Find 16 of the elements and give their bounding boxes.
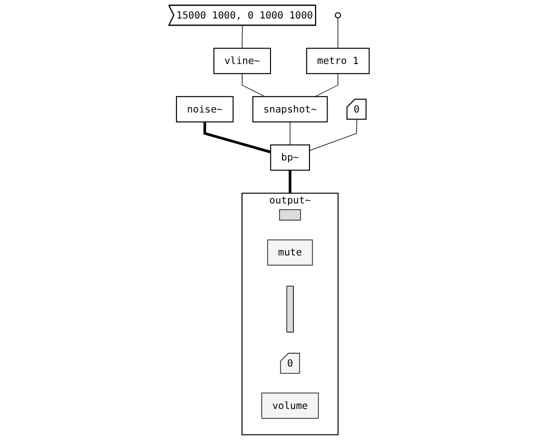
cluster	[242, 192, 339, 436]
node-box	[267, 240, 313, 266]
node-box	[261, 392, 319, 419]
node-box	[176, 96, 234, 122]
connector	[242, 25, 243, 49]
node-box	[279, 209, 301, 220]
connector	[314, 73, 338, 97]
node-box	[213, 48, 271, 74]
node-box	[306, 48, 370, 74]
node-circle	[334, 12, 342, 18]
node-box	[270, 144, 310, 171]
node-box	[252, 96, 328, 122]
connector	[288, 170, 292, 194]
connector	[309, 119, 358, 151]
connector	[242, 73, 266, 97]
connector	[203, 122, 271, 154]
